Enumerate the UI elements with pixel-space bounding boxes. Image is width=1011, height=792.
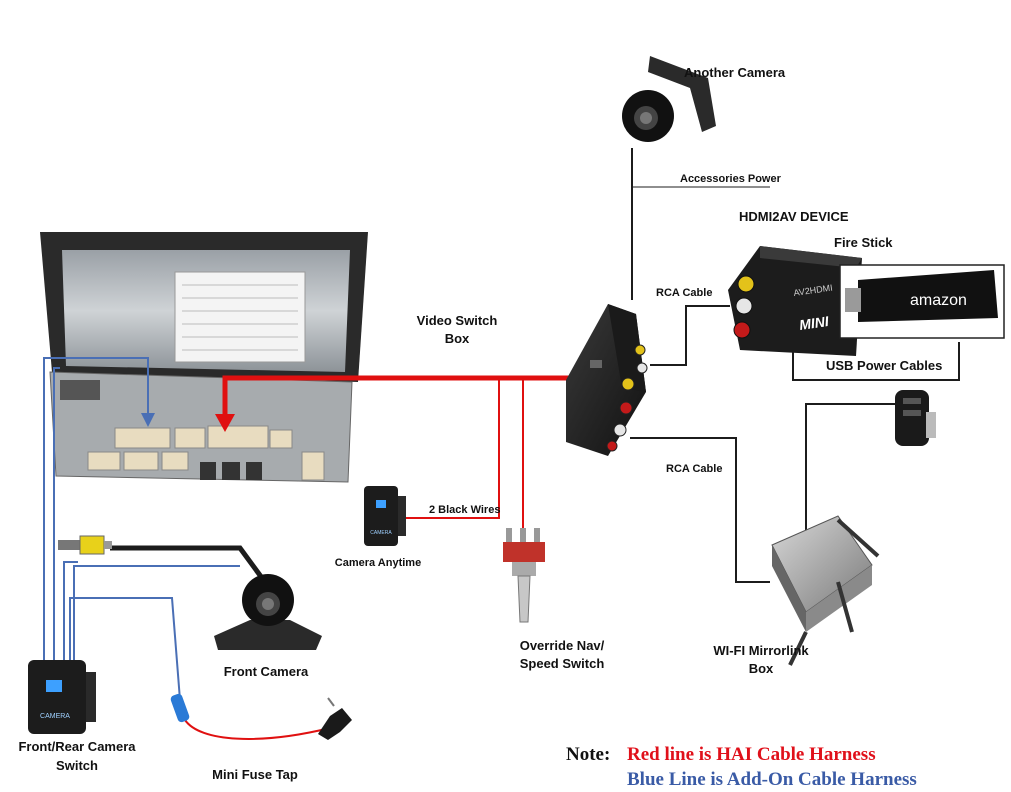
wifi-mirrorlink-box bbox=[771, 515, 880, 666]
blue-harness-1 bbox=[43, 357, 149, 660]
label-rca-cable-bottom: RCA Cable bbox=[666, 463, 722, 475]
camera-anytime-button: CAMERA bbox=[364, 486, 406, 546]
note-key: Note: bbox=[566, 744, 610, 765]
rca-plug-yellow bbox=[58, 535, 112, 555]
label-front-rear-switch-1: Front/Rear Camera bbox=[18, 739, 136, 754]
hdmi2av-mini-text: MINI bbox=[798, 313, 831, 333]
label-front-camera: Front Camera bbox=[224, 664, 309, 679]
blue-harness-2 bbox=[53, 367, 60, 660]
hdmi2av-device: MINI AV2HDMI bbox=[728, 246, 862, 356]
usb-to-wifi-wire bbox=[805, 403, 905, 540]
rca-cable-bottom-wire bbox=[630, 437, 770, 583]
label-another-camera: Another Camera bbox=[684, 65, 786, 80]
legend-note: Note: Red line is HAI Cable Harness Blue… bbox=[566, 744, 917, 790]
front-rear-switch-button-text: CAMERA bbox=[40, 713, 70, 720]
label-mini-fuse-tap: Mini Fuse Tap bbox=[212, 767, 298, 782]
connector-3 bbox=[207, 425, 269, 449]
connector-4 bbox=[269, 429, 293, 449]
usb-power-cable-wire bbox=[792, 342, 960, 381]
head-unit bbox=[40, 232, 368, 483]
red-harness-main bbox=[222, 375, 572, 420]
mini-fuse-tap bbox=[170, 693, 352, 740]
label-two-black-wires: 2 Black Wires bbox=[429, 504, 500, 516]
label-front-rear-switch-2: Switch bbox=[56, 758, 98, 773]
fuse-tap-wire bbox=[184, 719, 331, 740]
usb-car-charger bbox=[895, 390, 936, 446]
override-toggle-switch bbox=[503, 528, 545, 623]
wires bbox=[43, 148, 960, 740]
label-wifi-mirrorlink-1: WI-FI Mirrorlink bbox=[713, 643, 809, 658]
label-fire-stick: Fire Stick bbox=[834, 235, 893, 250]
label-video-switch-box-1: Video Switch bbox=[417, 313, 498, 328]
blue-harness-4 bbox=[73, 565, 240, 660]
red-harness-arrow bbox=[215, 414, 235, 432]
front-camera bbox=[214, 574, 322, 650]
note-blue-line: Blue Line is Add-On Cable Harness bbox=[627, 769, 917, 790]
label-accessories-power: Accessories Power bbox=[680, 173, 782, 185]
connector-2 bbox=[174, 427, 206, 449]
label-usb-power-cables: USB Power Cables bbox=[826, 358, 942, 373]
label-rca-cable-top: RCA Cable bbox=[656, 287, 712, 299]
label-wifi-mirrorlink-2: Box bbox=[749, 661, 774, 676]
blue-harness-fuse bbox=[69, 597, 181, 701]
blue-harness-3 bbox=[63, 561, 78, 660]
fire-stick: amazon bbox=[839, 264, 1005, 339]
front-rear-camera-switch-button: CAMERA bbox=[28, 660, 96, 734]
note-red-line: Red line is HAI Cable Harness bbox=[627, 744, 876, 765]
camera-anytime-button-text: CAMERA bbox=[370, 530, 392, 536]
connector-1 bbox=[114, 427, 171, 449]
label-camera-anytime: Camera Anytime bbox=[335, 557, 421, 569]
label-hdmi2av-device: HDMI2AV DEVICE bbox=[739, 209, 849, 224]
front-camera-cable bbox=[110, 545, 265, 580]
rca-cable-top-wire bbox=[650, 305, 730, 366]
label-video-switch-box-2: Box bbox=[445, 331, 470, 346]
video-switch-box bbox=[566, 304, 648, 456]
label-override-2: Speed Switch bbox=[520, 656, 605, 671]
label-override-1: Override Nav/ bbox=[520, 638, 605, 653]
another-camera bbox=[622, 56, 716, 142]
head-unit-label-sticker bbox=[174, 271, 306, 363]
red-wire-camera-anytime bbox=[398, 378, 500, 519]
amazon-logo: amazon bbox=[910, 292, 967, 309]
